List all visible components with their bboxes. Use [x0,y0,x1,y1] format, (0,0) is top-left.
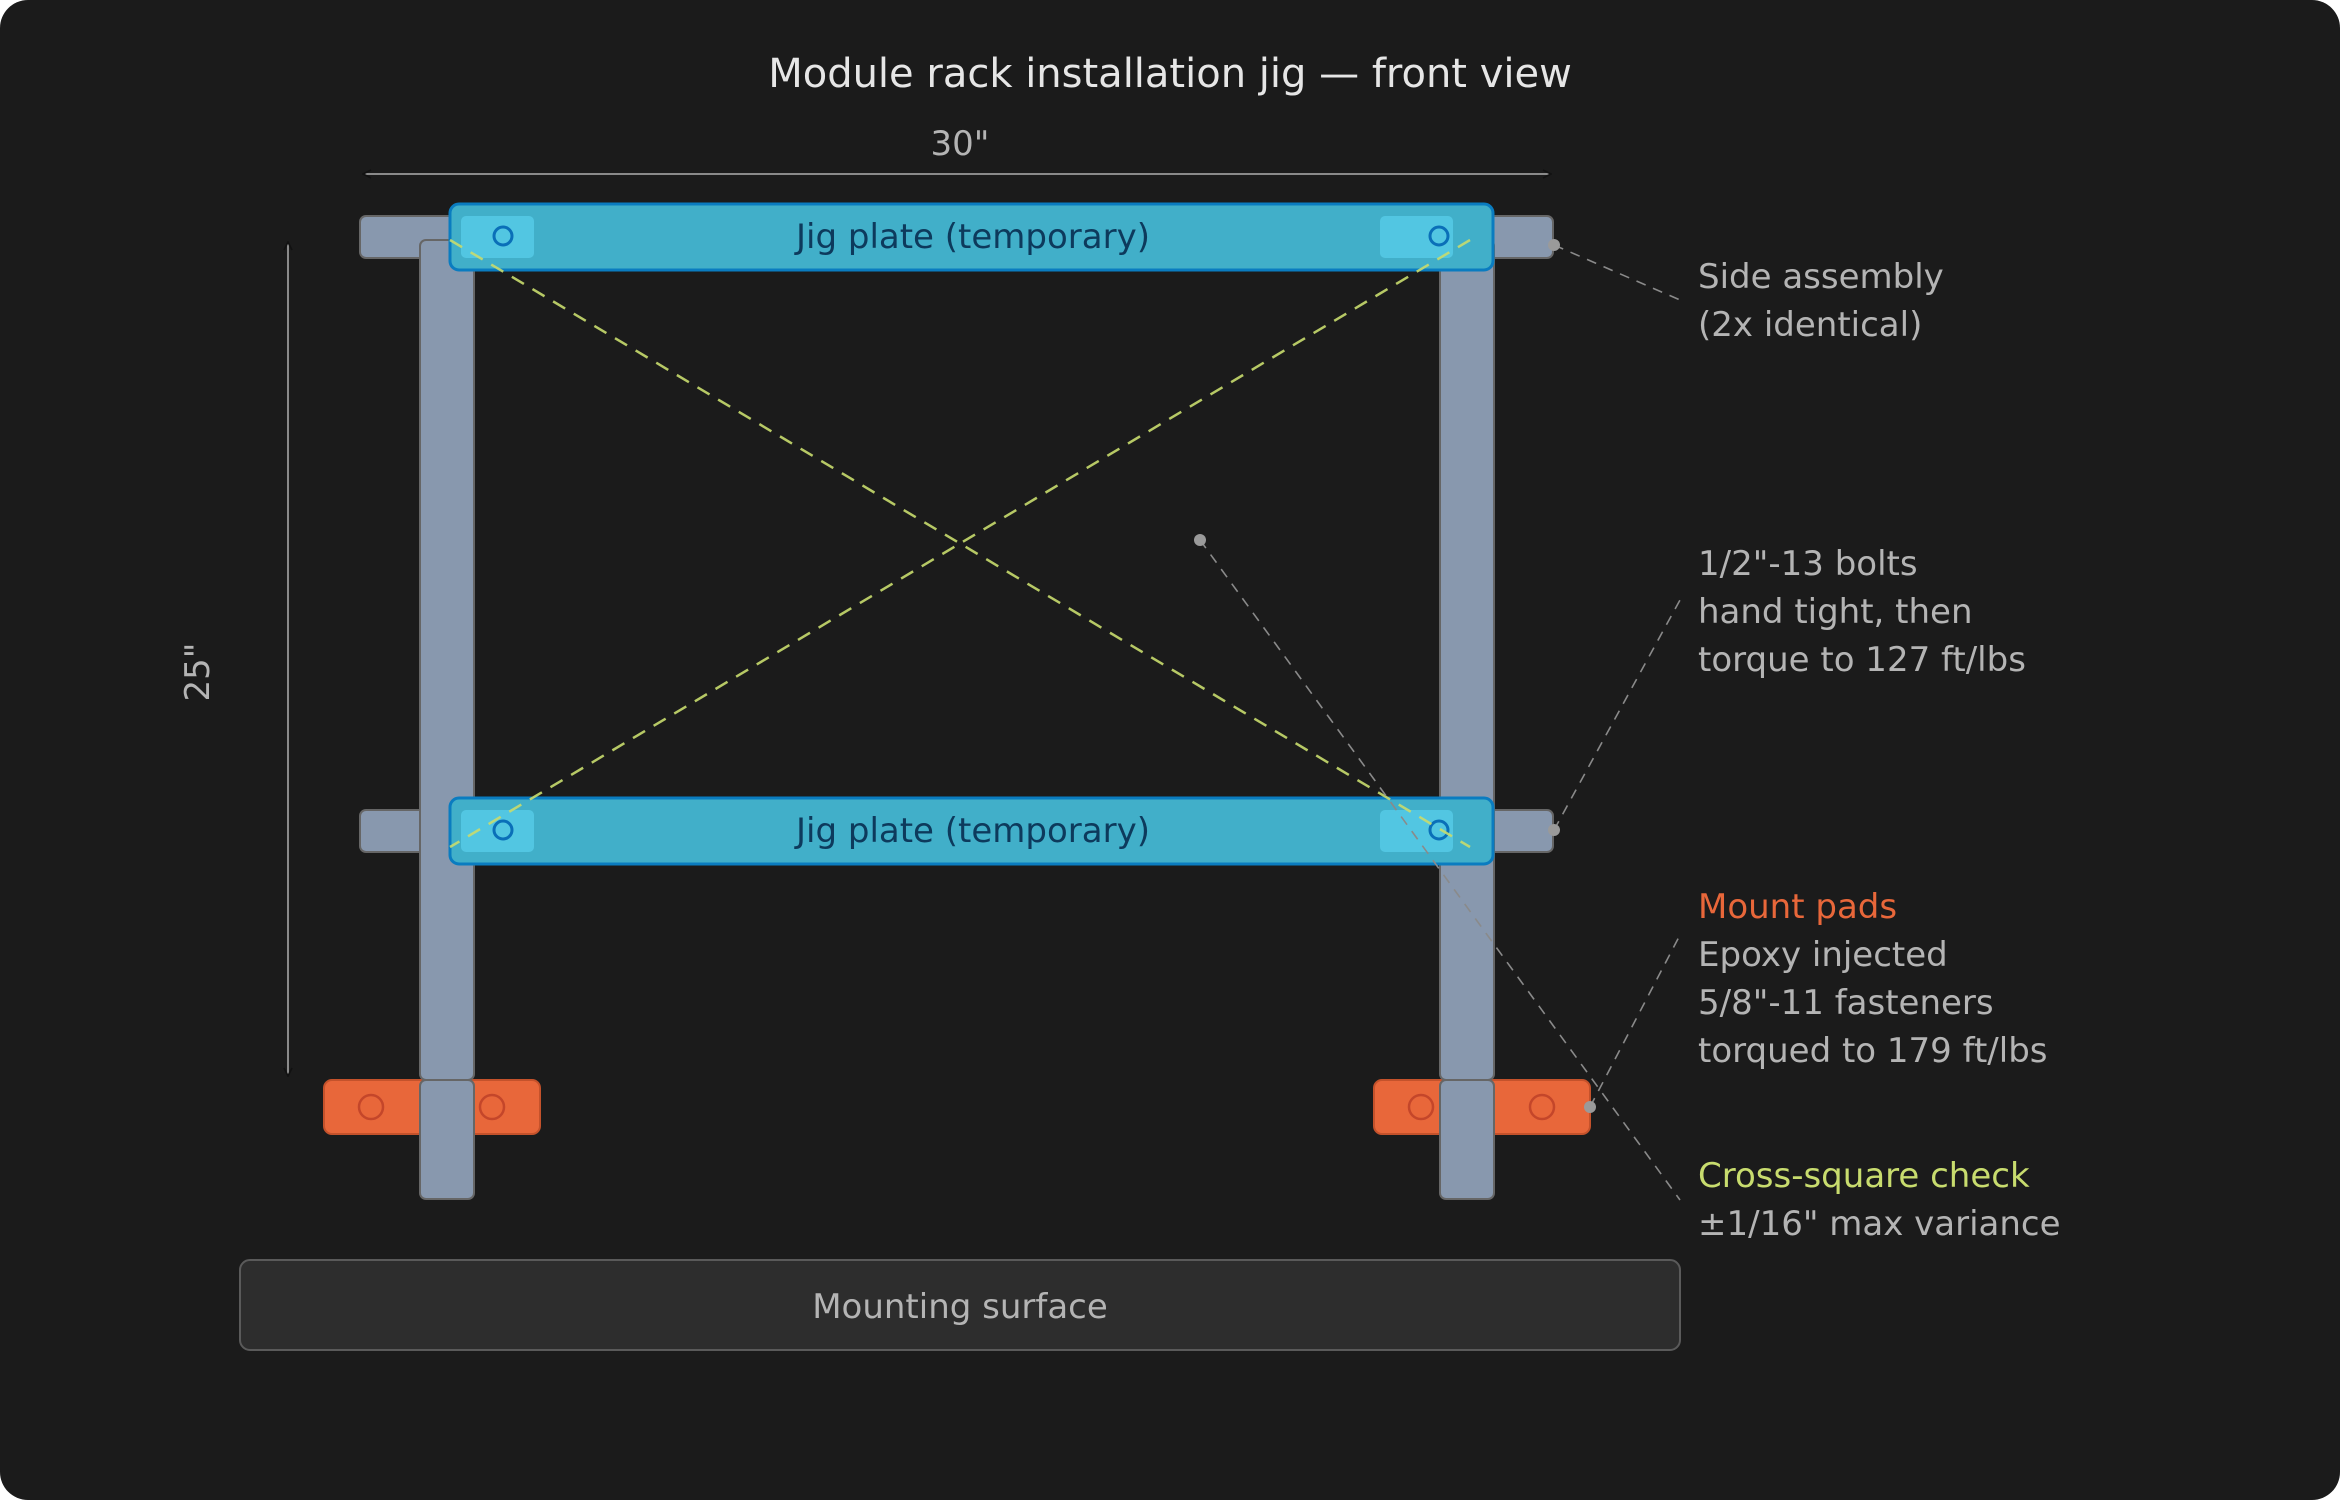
post-foot-right [1439,1079,1495,1200]
annotation-cross-square: Cross-square check ±1/16" max variance [1698,1156,2061,1244]
annotation-line: 1/2"-13 bolts [1698,544,1918,584]
mounting-surface-label: Mounting surface [812,1287,1108,1327]
bolt-hole-icon [492,225,514,247]
leader-cross-square [1194,534,1681,1201]
bolt-hole-icon [357,1093,385,1121]
annotation-line: ±1/16" max variance [1698,1204,2061,1244]
annotation-line: (2x identical) [1698,305,1922,345]
annotation-bolts: 1/2"-13 bolts hand tight, then torque to… [1698,544,2026,680]
mounting-surface: Mounting surface [239,1259,1681,1351]
cross-square-diagonal-a [449,238,1471,849]
height-dimension-label: 25" [178,643,218,702]
bolt-hole-icon [492,819,514,841]
bolt-hole-icon [1428,225,1450,247]
annotation-line: hand tight, then [1698,592,1973,632]
bolt-hole-icon [478,1093,506,1121]
bolt-hole-icon [1528,1093,1556,1121]
annotation-line: torque to 127 ft/lbs [1698,640,2026,680]
leader-bolts [1548,599,1681,836]
post-right [1439,239,1495,1081]
annotation-line: torqued to 179 ft/lbs [1698,1031,2048,1071]
jig-plate-top: Jig plate (temporary) [448,202,1495,272]
diagram-title: Module rack installation jig — front vie… [768,51,1572,97]
post-left [419,239,475,1081]
leader-mount-pads [1584,934,1681,1113]
annotation-heading: Cross-square check [1698,1156,2030,1196]
annotation-line: Side assembly [1698,257,1944,297]
annotation-line: 5/8"-11 fasteners [1698,983,1994,1023]
jig-plate-top-label: Jig plate (temporary) [794,217,1150,257]
annotation-line: Epoxy injected [1698,935,1948,975]
annotation-mount-pads: Mount pads Epoxy injected 5/8"-11 fasten… [1698,887,2048,1071]
jig-plate-bottom-label: Jig plate (temporary) [794,811,1150,851]
bolt-hole-icon [1428,819,1450,841]
jig-plate-bottom: Jig plate (temporary) [448,796,1495,866]
cross-square-diagonal-b [449,238,1471,849]
annotation-heading: Mount pads [1698,887,1897,927]
bolt-hole-icon [1407,1093,1435,1121]
leader-side-assembly [1548,239,1681,301]
post-foot-left [419,1079,475,1200]
annotation-side-assembly: Side assembly (2x identical) [1698,257,1944,345]
width-dimension-label: 30" [931,124,990,164]
